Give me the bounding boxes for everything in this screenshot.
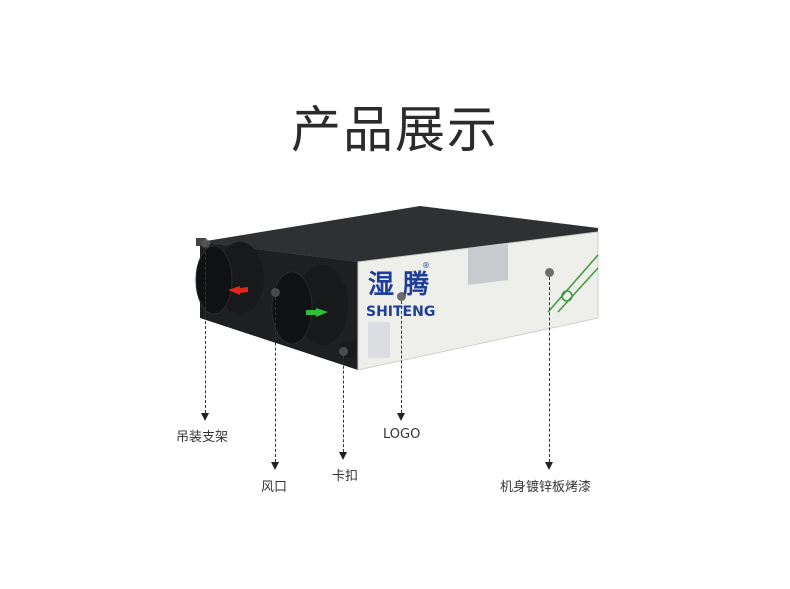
logo-line (401, 301, 402, 413)
air-port-dot (271, 288, 280, 297)
svg-text:®: ® (422, 261, 430, 270)
logo-dot (397, 292, 406, 301)
callout-hanger-bracket: 吊装支架 (176, 430, 229, 445)
clip-dot (339, 347, 348, 356)
callout-logo: LOGO (383, 427, 421, 442)
brand-en: SHITENG (366, 304, 435, 320)
callout-air-port: 风口 (261, 480, 288, 495)
hanger-bracket-arrow (201, 413, 209, 421)
logo-arrow (397, 413, 405, 421)
callout-clip: 卡扣 (332, 469, 359, 484)
page-title: 产品展示 (291, 101, 499, 159)
hanger-bracket-dot (201, 239, 210, 248)
air-port-arrow (271, 462, 279, 470)
body-arrow (545, 462, 553, 470)
clip-line (343, 356, 344, 452)
body-dot (545, 268, 554, 277)
air-port-line (275, 297, 276, 462)
callout-body: 机身镀锌板烤漆 (500, 480, 592, 495)
clip-arrow (339, 452, 347, 460)
body-line (549, 277, 550, 462)
hanger-bracket-line (205, 247, 206, 413)
